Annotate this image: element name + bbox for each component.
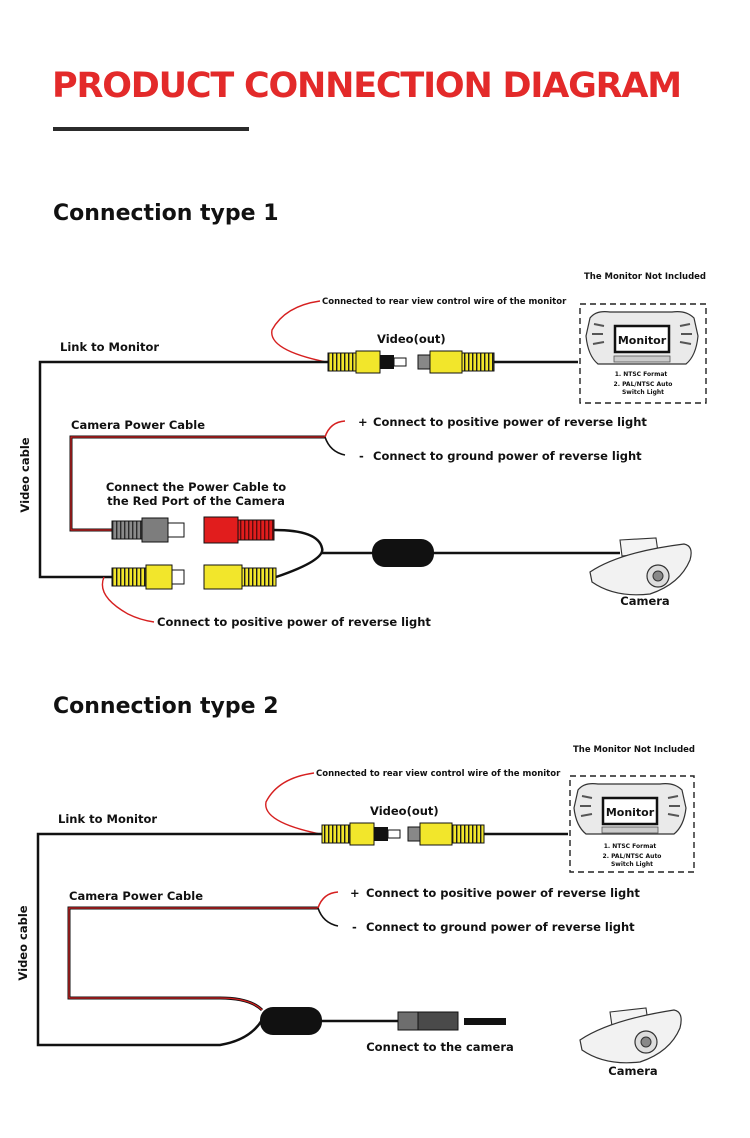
monitor-note-switch: Switch Light: [622, 389, 664, 396]
title-underline: [53, 127, 249, 131]
minus-sign: -: [352, 920, 357, 934]
camera-graphic: [589, 537, 692, 596]
positive-power-label: Connect to positive power of reverse lig…: [366, 886, 640, 900]
camera-video-connector: [111, 564, 277, 590]
monitor-graphic: Monitor 1. NTSC Format 2. PAL/NTSC Auto …: [569, 775, 695, 873]
monitor-graphic: Monitor 1. NTSC Format 2. PAL/NTSC Auto …: [579, 303, 707, 404]
video-out-label: Video(out): [377, 332, 446, 346]
ground-power-label: Connect to ground power of reverse light: [373, 449, 642, 463]
monitor-label: Monitor: [618, 334, 667, 347]
monitor-not-included-note: The Monitor Not Included: [584, 272, 706, 282]
ground-power-label: Connect to ground power of reverse light: [366, 920, 635, 934]
plus-sign: +: [350, 886, 360, 900]
camera-connector: [397, 1011, 506, 1031]
camera-power-cable-line: [67, 906, 318, 1012]
connect-camera-label: Connect to the camera: [366, 1040, 514, 1054]
video-cable-label: Video cable: [16, 905, 30, 980]
monitor-note-ntsc: 1. NTSC Format: [604, 843, 657, 850]
monitor-not-included-note: The Monitor Not Included: [573, 745, 695, 755]
monitor-note-switch: Switch Light: [611, 861, 653, 868]
camera-label: Camera: [608, 1064, 657, 1078]
rear-view-note: Connected to rear view control wire of t…: [322, 297, 567, 307]
section-heading-type1: Connection type 1: [53, 201, 279, 226]
camera-power-cable-label: Camera Power Cable: [71, 418, 205, 432]
video-cable-line: [38, 360, 328, 579]
connection-type1-diagram: Monitor 1. NTSC Format 2. PAL/NTSC Auto …: [18, 272, 707, 629]
monitor-note-pal: 2. PAL/NTSC Auto: [603, 853, 662, 860]
monitor-label: Monitor: [606, 806, 655, 819]
video-out-label: Video(out): [370, 804, 439, 818]
plus-sign: +: [358, 415, 368, 429]
camera-label: Camera: [620, 594, 669, 608]
cable-junction-box: [372, 539, 434, 567]
link-to-monitor-label: Link to Monitor: [60, 340, 159, 354]
monitor-note-ntsc: 1. NTSC Format: [615, 371, 668, 378]
power-to-red-line1: Connect the Power Cable to: [106, 480, 286, 494]
connection-type2-diagram: Monitor 1. NTSC Format 2. PAL/NTSC Auto …: [16, 745, 695, 1078]
minus-sign: -: [359, 449, 364, 463]
rear-view-note: Connected to rear view control wire of t…: [316, 769, 561, 779]
rear-view-pointer: [271, 300, 327, 363]
page-title: PRODUCT CONNECTION DIAGRAM: [52, 66, 682, 106]
section-heading-type2: Connection type 2: [53, 694, 279, 719]
bottom-positive-note: Connect to positive power of reverse lig…: [157, 615, 431, 629]
camera-graphic: [579, 1007, 682, 1064]
link-to-monitor-label: Link to Monitor: [58, 812, 157, 826]
power-connector: [111, 516, 275, 544]
power-to-red-line2: the Red Port of the Camera: [107, 494, 285, 508]
video-cable-label: Video cable: [18, 437, 32, 512]
video-cable-line: [36, 832, 322, 1047]
video-out-connector: [327, 350, 495, 374]
camera-power-cable-label: Camera Power Cable: [69, 889, 203, 903]
positive-power-label: Connect to positive power of reverse lig…: [373, 415, 647, 429]
video-out-connector: [321, 822, 485, 846]
monitor-note-pal: 2. PAL/NTSC Auto: [614, 381, 673, 388]
cable-junction-box: [260, 1007, 322, 1035]
